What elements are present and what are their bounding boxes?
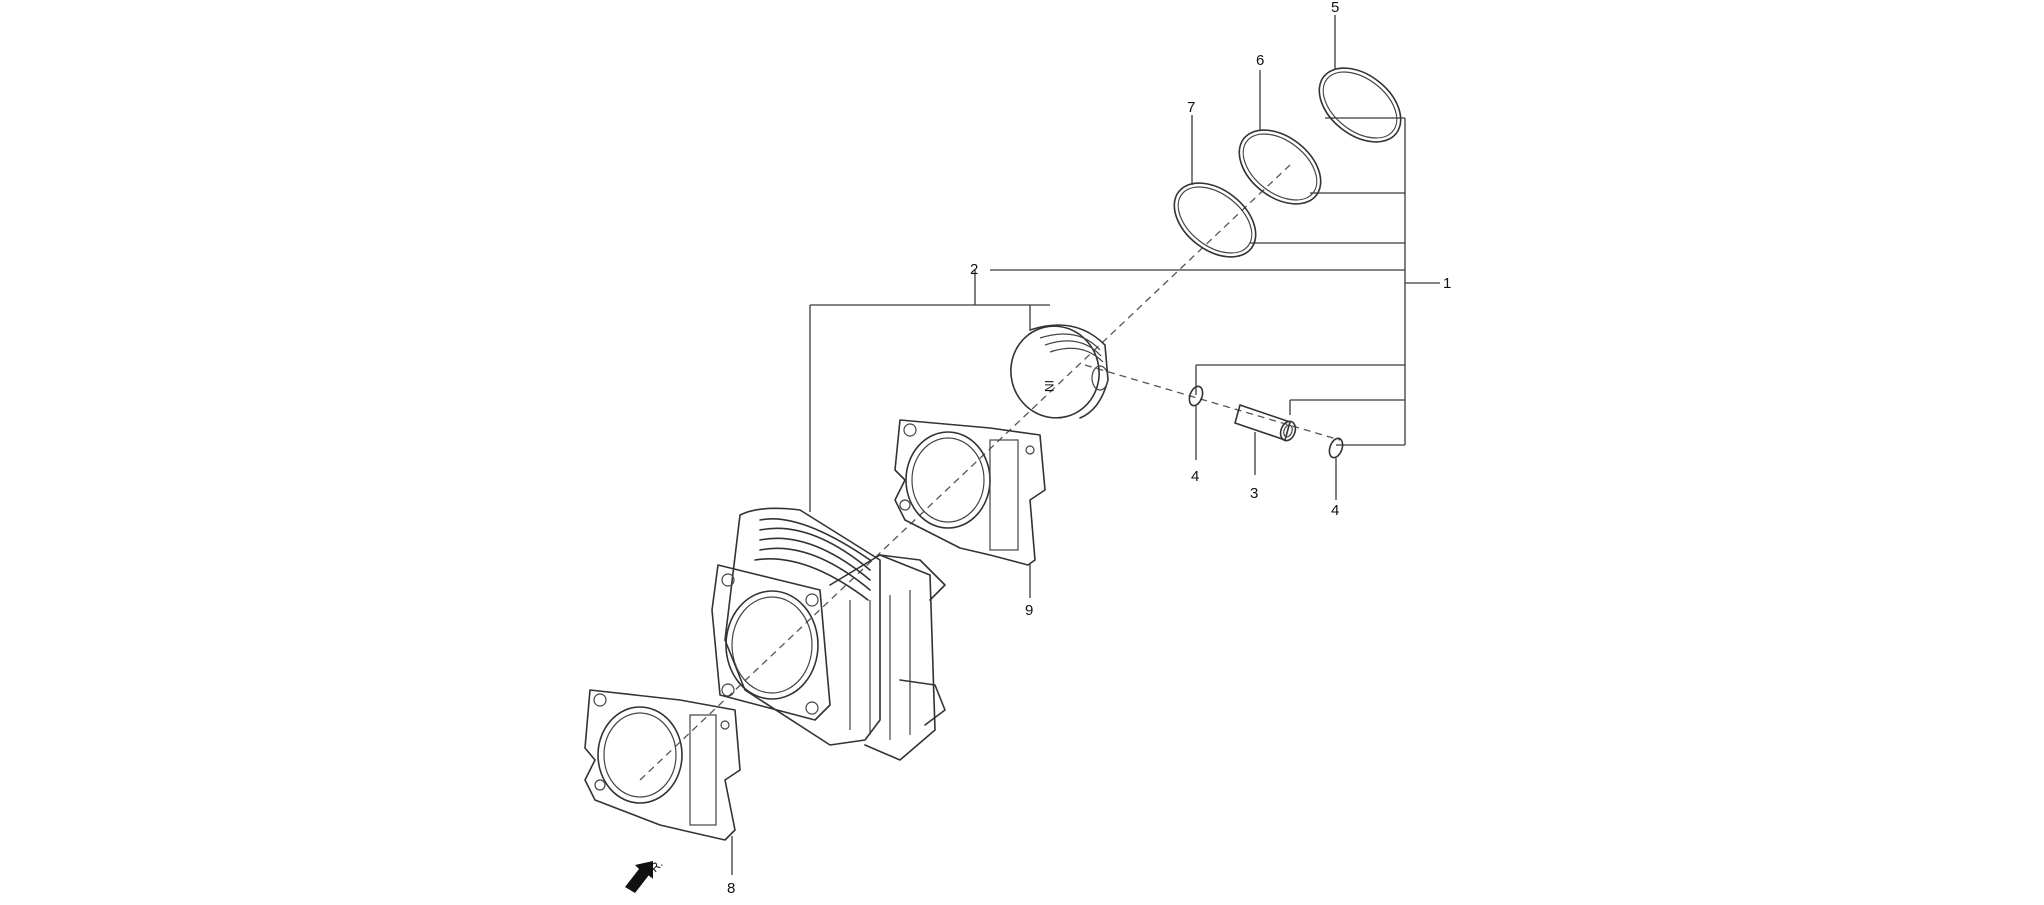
callout-4b: 4 xyxy=(1331,502,1339,519)
callout-5: 5 xyxy=(1331,0,1339,16)
cylinder-base-gasket xyxy=(584,689,741,875)
callout-1: 1 xyxy=(1443,275,1451,292)
callout-2: 2 xyxy=(970,261,978,278)
piston-pin xyxy=(1234,404,1297,475)
callout-4a: 4 xyxy=(1191,468,1199,485)
cylinder-block xyxy=(711,507,946,761)
piston: IN xyxy=(1010,324,1109,419)
piston-ring-6 xyxy=(1238,70,1322,205)
callout-7: 7 xyxy=(1187,99,1195,116)
callout-9: 9 xyxy=(1025,602,1033,619)
callout-8: 8 xyxy=(727,880,735,897)
callout-6: 6 xyxy=(1256,52,1264,69)
piston-ring-5 xyxy=(1318,15,1402,143)
piston-marking: IN xyxy=(1042,380,1056,392)
circlip-right xyxy=(1328,437,1344,500)
piston-ring-7 xyxy=(1173,115,1257,258)
callout-3: 3 xyxy=(1250,485,1258,502)
assembly-bracket-1 xyxy=(990,117,1440,446)
assembly-bracket-2 xyxy=(809,270,1050,512)
front-direction-arrow: FR. xyxy=(625,857,666,893)
circlip-left xyxy=(1188,385,1204,460)
center-axis xyxy=(639,164,1341,781)
cylinder-head-gasket xyxy=(894,419,1046,598)
